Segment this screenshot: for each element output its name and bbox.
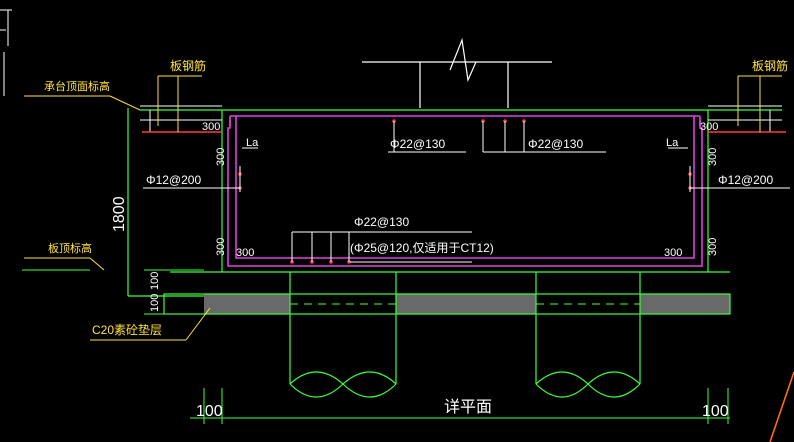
dim-la-left: La (246, 137, 259, 149)
label-cushion: C20素砼垫层 (92, 322, 162, 337)
label-bar-right: 板钢筋 (752, 58, 788, 73)
dim-anchor-left-bottom: 300 (236, 247, 254, 259)
label-slab-top-level: 板顶标高 (48, 241, 92, 255)
cushion-leader (24, 257, 211, 341)
label-bottom-rebar: Φ22@130 (354, 215, 409, 229)
dim-la-right: La (666, 137, 679, 149)
orange-diagonal (769, 371, 794, 442)
dim-vert-300-top-left: 300 (215, 148, 227, 166)
piles (289, 272, 641, 398)
dim-vert-300-bot-right: 300 (707, 238, 719, 256)
dim-vert-300-top-right: 300 (707, 148, 719, 166)
label-bar-left: 板钢筋 (170, 58, 206, 73)
dim-anchor-right: 300 (700, 121, 718, 133)
rebar-cage (227, 115, 703, 267)
label-top-left-rebar: Φ22@130 (390, 137, 445, 151)
cap-outline (127, 108, 782, 297)
dim-layer-100-upper: 100 (149, 272, 161, 290)
dim-base-right: 100 (702, 403, 729, 420)
base-dimension (190, 388, 730, 424)
dim-anchor-right-bottom: 300 (664, 247, 682, 259)
label-top-right-rebar: Φ22@130 (528, 137, 583, 151)
label-bottom-note: (Φ25@120,仅适用于CT12) (350, 241, 494, 255)
left-edge-marks (0, 9, 12, 96)
height-dimension (22, 269, 204, 315)
dim-height-total: 1800 (111, 196, 128, 232)
label-side-right-rebar: Φ12@200 (718, 173, 773, 187)
dim-anchor-left: 300 (202, 121, 220, 133)
label-cap-top-level: 承台顶面标高 (44, 79, 110, 93)
dim-vert-300-bot-left: 300 (215, 238, 227, 256)
rebar-leaders (143, 121, 790, 263)
label-detail-plan: 详平面 (444, 398, 492, 416)
slab-edges (140, 105, 782, 132)
cushion-layer (163, 293, 731, 315)
dim-layer-100-lower: 100 (149, 294, 161, 312)
label-side-left-rebar: Φ12@200 (146, 173, 201, 187)
slab-rebar-callouts (24, 75, 782, 132)
column-break-symbol (362, 37, 552, 108)
dim-base-left: 100 (196, 403, 223, 420)
